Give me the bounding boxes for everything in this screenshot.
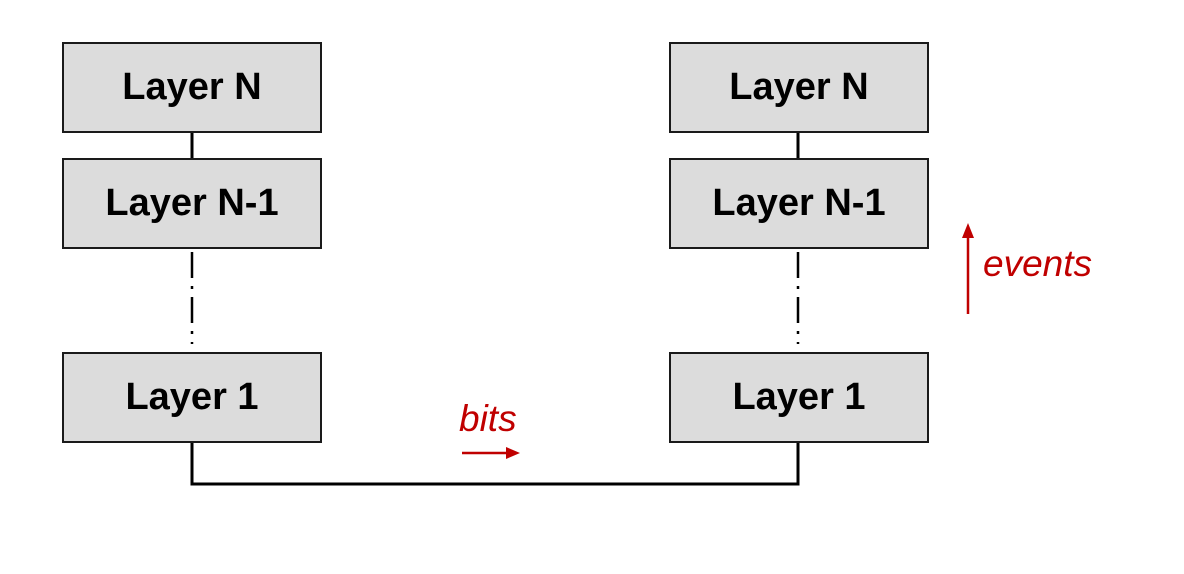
- bits-arrow-head: [506, 447, 520, 459]
- events-label: events: [983, 243, 1093, 284]
- right-layer-n-minus-1-box: Layer N-1: [669, 158, 929, 249]
- right-layer-1-label: Layer 1: [732, 376, 866, 418]
- left-layer-n-label: Layer N: [122, 66, 262, 108]
- left-layer-1-label: Layer 1: [125, 376, 259, 418]
- left-layer-n-box: Layer N: [62, 42, 322, 133]
- left-layer-n-minus-1-label: Layer N-1: [105, 182, 279, 224]
- left-layer-1-box: Layer 1: [62, 352, 322, 443]
- events-arrow-head: [962, 223, 974, 238]
- right-layer-n-box: Layer N: [669, 42, 929, 133]
- right-layer-1-box: Layer 1: [669, 352, 929, 443]
- left-layer-n-minus-1-box: Layer N-1: [62, 158, 322, 249]
- right-layer-n-label: Layer N: [729, 66, 869, 108]
- bits-label: bits: [459, 398, 517, 439]
- right-layer-n-minus-1-label: Layer N-1: [712, 182, 886, 224]
- physical-link-line: [190, 443, 800, 486]
